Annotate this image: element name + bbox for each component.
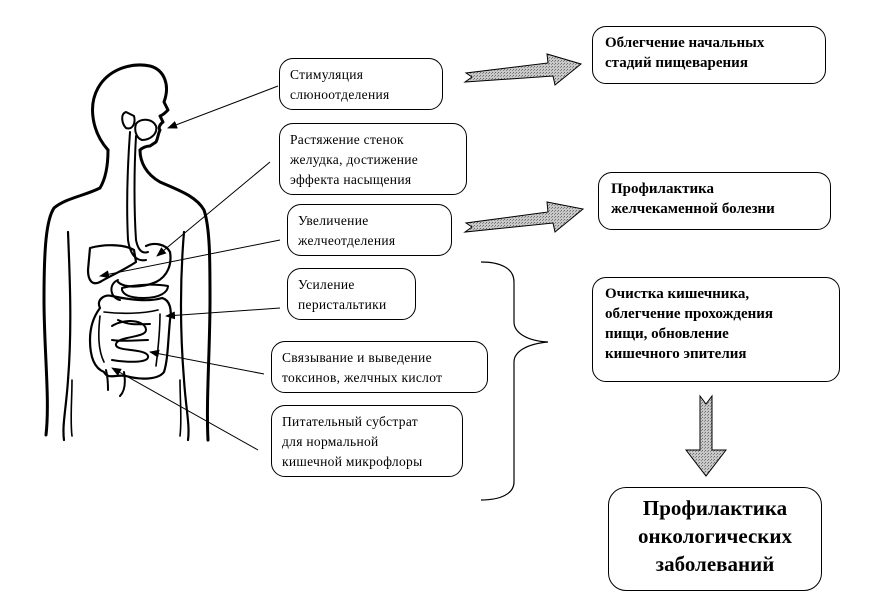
- effect-box-toxins: Связывание и выведение токсинов, желчных…: [271, 341, 488, 393]
- effect-bile-line-1: Увеличение: [298, 213, 369, 228]
- effect-stomach-line-1: Растяжение стенок: [290, 132, 404, 147]
- pointer-substrate: [111, 367, 259, 451]
- effect-substrate-line-3: кишечной микрофлоры: [282, 454, 423, 469]
- result-gallstone-line-2: желчекаменной болезни: [611, 201, 775, 217]
- block-arrow-down-final: [684, 394, 728, 477]
- pointer-saliva: [167, 85, 279, 129]
- grouping-brace: [480, 261, 549, 501]
- pointer-toxins: [149, 349, 265, 375]
- effect-saliva-line-1: Стимуляция: [290, 67, 364, 82]
- head-outline: [91, 63, 170, 152]
- pointer-lines: [99, 85, 281, 451]
- result-box-gallstone: Профилактика желчекаменной болезни: [598, 172, 831, 230]
- final-outcome-box: Профилактика онкологических заболеваний: [608, 487, 822, 591]
- appendix: [105, 369, 109, 391]
- pointer-stomach: [156, 161, 271, 257]
- result-gallstone-line-1: Профилактика: [611, 181, 715, 197]
- right-arm-inner: [179, 230, 190, 442]
- effect-box-substrate: Питательный субстрат для нормальной кише…: [271, 405, 463, 477]
- oral-cavity: [134, 118, 158, 141]
- left-shoulder-outline: [42, 148, 110, 437]
- left-arm-inner: [62, 230, 72, 442]
- result-digestion-line-1: Облегчение начальных: [605, 35, 765, 51]
- right-torso-inner: [179, 379, 182, 437]
- left-torso-inner: [70, 379, 73, 437]
- result-intestine-line-2: облегчение прохождения: [605, 306, 774, 322]
- effect-bile-line-2: желчеотделения: [298, 233, 396, 248]
- effect-substrate-line-2: для нормальной: [282, 434, 379, 449]
- effect-toxins-line-1: Связывание и выведение: [282, 350, 432, 365]
- result-digestion-line-2: стадий пищеварения: [605, 55, 748, 71]
- effect-toxins-line-2: токсинов, желчных кислот: [282, 370, 443, 385]
- final-line-2: онкологических: [637, 524, 792, 548]
- effect-peristalsis-line-2: перистальтики: [298, 297, 387, 312]
- salivary-gland: [121, 111, 136, 130]
- result-box-digestion: Облегчение начальных стадий пищеварения: [592, 26, 826, 84]
- large-intestine: [88, 294, 172, 380]
- effect-box-stomach: Растяжение стенок желудка, достижение эф…: [279, 123, 467, 195]
- esophagus: [126, 131, 147, 262]
- effect-box-bile: Увеличение желчеотделения: [287, 204, 452, 256]
- stomach-organ: [116, 242, 172, 288]
- effect-stomach-line-2: желудка, достижение: [290, 152, 419, 167]
- pointer-peristalsis: [165, 307, 281, 320]
- large-intestine-inner: [98, 309, 161, 367]
- small-intestine: [111, 319, 151, 363]
- duodenum: [110, 279, 121, 301]
- right-shoulder-outline: [138, 148, 212, 442]
- final-line-1: Профилактика: [642, 496, 788, 520]
- final-line-3: заболеваний: [655, 552, 775, 576]
- liver-organ: [86, 244, 138, 285]
- result-box-intestine: Очистка кишечника, облегчение прохождени…: [592, 277, 840, 382]
- result-intestine-line-4: кишечного эпителия: [605, 346, 747, 362]
- pointer-bile: [99, 239, 281, 279]
- block-arrow-gallstone: [463, 201, 585, 233]
- effect-box-peristalsis: Усиление перистальтики: [287, 268, 416, 320]
- block-arrow-digestion: [463, 53, 583, 86]
- esophagus-inner: [133, 135, 149, 254]
- pancreas-organ: [121, 283, 169, 299]
- effect-box-saliva: Стимуляция слюноотделения: [279, 58, 443, 110]
- result-intestine-line-1: Очистка кишечника,: [605, 286, 750, 302]
- effect-saliva-line-2: слюноотделения: [290, 87, 390, 102]
- effect-stomach-line-3: эффекта насыщения: [290, 172, 412, 187]
- result-intestine-line-3: пищи, обновление: [605, 326, 729, 342]
- effect-peristalsis-line-1: Усиление: [298, 277, 355, 292]
- effect-substrate-line-1: Питательный субстрат: [282, 414, 418, 429]
